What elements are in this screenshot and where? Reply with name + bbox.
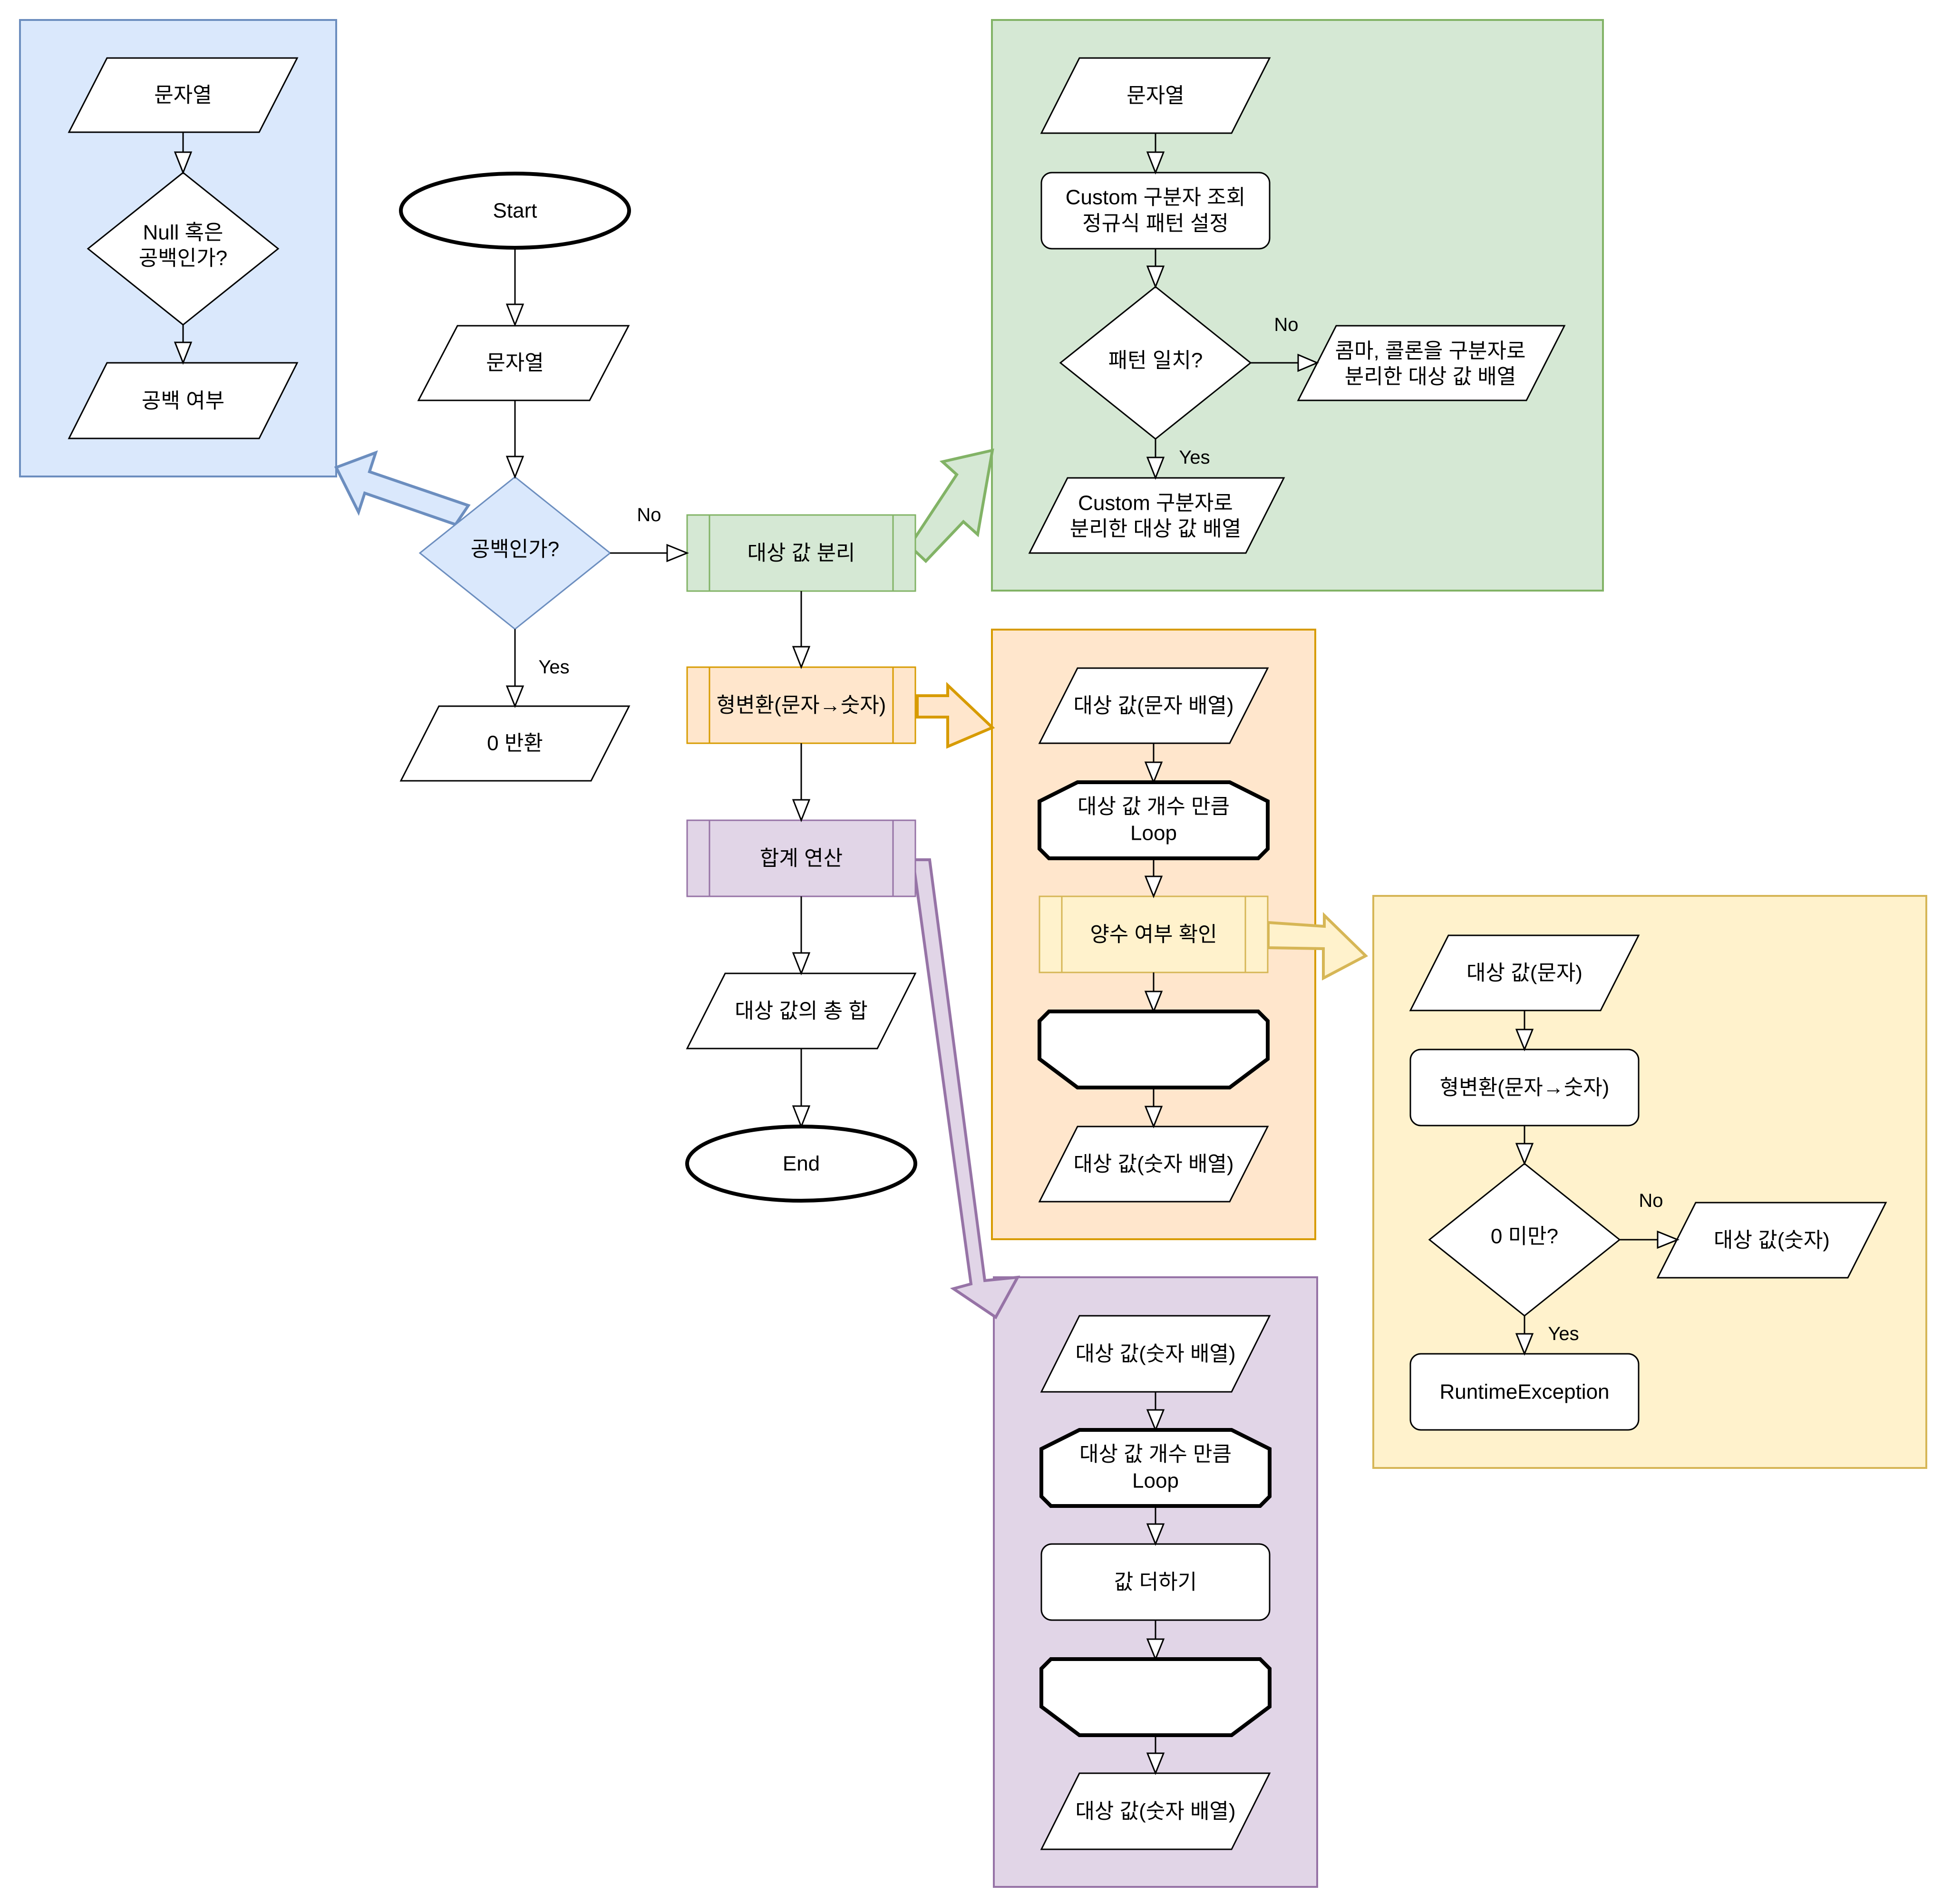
positive-convert-label: 형변환(문자→숫자) [1440, 1076, 1610, 1099]
convert-output-label: 대상 값(숫자 배열) [1073, 1153, 1233, 1176]
runtime-exception-process: RuntimeException [1409, 1353, 1640, 1431]
split-input-parallelogram: 문자열 [1040, 57, 1271, 134]
positive-no-label: No [1639, 1190, 1663, 1211]
green-block-arrow [908, 448, 994, 563]
positive-input-parallelogram: 대상 값(문자) [1409, 934, 1640, 1011]
is-blank-decision: 공백인가? [418, 476, 612, 630]
return-zero-label: 0 반환 [487, 732, 543, 755]
main-yes-label: Yes [538, 657, 569, 678]
add-value-process: 값 더하기 [1040, 1543, 1271, 1621]
convert-type-process: 형변환(문자→숫자) [686, 666, 916, 744]
null-or-blank-decision: Null 혹은 공백인가? [87, 172, 280, 326]
blank-input-parallelogram: 문자열 [68, 57, 299, 133]
convert-loop-line1: 대상 값 개수 만큼 [1078, 795, 1230, 818]
start-label: Start [493, 199, 537, 223]
start-terminator: Start [399, 172, 631, 250]
blank-input-label: 문자열 [154, 84, 212, 107]
sum-input-label: 대상 값(숫자 배열) [1075, 1342, 1235, 1366]
is-blank-label: 공백인가? [471, 538, 559, 561]
pattern-yes-label: Yes [1179, 447, 1210, 468]
custom-split-line2: 분리한 대상 값 배열 [1070, 517, 1242, 541]
split-input-label: 문자열 [1126, 84, 1184, 107]
total-sum-label: 대상 값의 총 합 [735, 1000, 868, 1023]
positive-convert-process: 형변환(문자→숫자) [1409, 1049, 1640, 1127]
sum-input-parallelogram: 대상 값(숫자 배열) [1040, 1315, 1271, 1393]
positive-output-label: 대상 값(숫자) [1714, 1229, 1830, 1252]
pattern-setup-process: Custom 구분자 조회 정규식 패턴 설정 [1040, 172, 1271, 250]
convert-loop-line2: Loop [1130, 822, 1177, 845]
pattern-setup-line2: 정규식 패턴 설정 [1082, 212, 1229, 235]
blue-block-arrow [334, 450, 471, 526]
blank-output-parallelogram: 공백 여부 [68, 362, 299, 439]
sum-loop-start: 대상 값 개수 만큼 Loop [1039, 1428, 1272, 1508]
orange-block-arrow [916, 682, 995, 749]
convert-loop-end [1038, 1010, 1270, 1089]
pattern-match-decision: 패턴 일치? [1059, 286, 1252, 440]
main-no-label: No [637, 505, 661, 525]
pattern-no-label: No [1274, 314, 1298, 335]
less-than-zero-label: 0 미만? [1491, 1225, 1558, 1248]
custom-split-line1: Custom 구분자로 [1078, 492, 1233, 515]
convert-type-label: 형변환(문자→숫자) [717, 694, 886, 717]
default-split-line1: 콤마, 콜론을 구분자로 [1335, 340, 1526, 363]
input-string-label: 문자열 [486, 351, 544, 375]
positive-output-parallelogram: 대상 값(숫자) [1656, 1202, 1887, 1279]
null-or-blank-line2: 공백인가? [139, 247, 227, 270]
convert-input-parallelogram: 대상 값(문자 배열) [1038, 667, 1269, 744]
add-value-label: 값 더하기 [1114, 1571, 1197, 1594]
convert-input-label: 대상 값(문자 배열) [1073, 694, 1233, 718]
check-positive-process: 양수 여부 확인 [1039, 895, 1269, 973]
blank-output-label: 공백 여부 [142, 389, 224, 413]
yellow-block-arrow [1267, 912, 1369, 981]
split-values-process: 대상 값 분리 [686, 514, 916, 592]
custom-split-output-parallelogram: Custom 구분자로 분리한 대상 값 배열 [1028, 477, 1285, 554]
sum-loop-end [1039, 1657, 1272, 1737]
default-split-output-parallelogram: 콤마, 콜론을 구분자로 분리한 대상 값 배열 [1297, 325, 1566, 401]
sum-loop-line2: Loop [1132, 1469, 1179, 1493]
pattern-match-label: 패턴 일치? [1108, 349, 1203, 372]
sum-operation-label: 합계 연산 [760, 847, 843, 870]
positive-yes-label: Yes [1548, 1323, 1579, 1344]
convert-loop-start: 대상 값 개수 만큼 Loop [1038, 780, 1270, 860]
null-or-blank-line1: Null 혹은 [143, 221, 223, 244]
positive-input-label: 대상 값(문자) [1466, 962, 1583, 985]
end-terminator: End [685, 1125, 917, 1203]
end-label: End [783, 1152, 820, 1175]
pattern-setup-line1: Custom 구분자 조회 [1066, 186, 1245, 209]
return-zero-parallelogram: 0 반환 [399, 705, 631, 782]
check-positive-label: 양수 여부 확인 [1090, 923, 1217, 946]
sum-output-label: 대상 값(숫자 배열) [1075, 1800, 1235, 1823]
runtime-exception-label: RuntimeException [1439, 1380, 1609, 1404]
purple-block-arrow [907, 858, 1020, 1320]
sum-operation-process: 합계 연산 [686, 819, 916, 897]
total-sum-parallelogram: 대상 값의 총 합 [686, 972, 917, 1049]
sum-output-parallelogram: 대상 값(숫자 배열) [1040, 1772, 1271, 1850]
default-split-line2: 분리한 대상 값 배열 [1345, 365, 1516, 389]
input-string-parallelogram: 문자열 [417, 325, 630, 401]
sum-loop-line1: 대상 값 개수 만큼 [1079, 1443, 1232, 1466]
convert-output-parallelogram: 대상 값(숫자 배열) [1038, 1126, 1269, 1203]
split-values-label: 대상 값 분리 [748, 542, 855, 565]
